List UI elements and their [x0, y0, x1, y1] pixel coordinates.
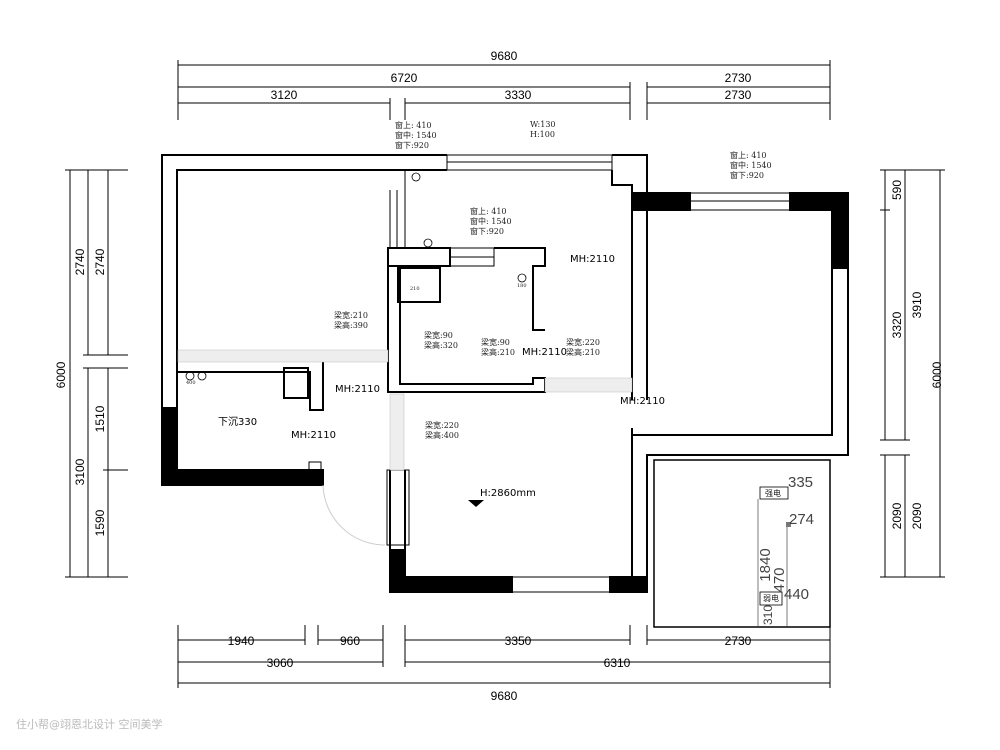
elec-dim: 440 [784, 586, 809, 603]
beams [177, 349, 633, 471]
note: W:130 [530, 120, 556, 129]
dim-top-b: 3330 [505, 88, 532, 102]
note: 梁高:320 [424, 340, 458, 350]
annotations: 窗上: 410 窗中: 1540 窗下:920 W:130 H:100 窗上: … [185, 120, 814, 627]
socket-height: 210 [410, 286, 420, 292]
note: 梁宽:90 [424, 330, 453, 340]
note: 窗上: 410 [470, 206, 507, 216]
note: 窗中: 1540 [730, 160, 772, 170]
note: 梁宽:220 [566, 337, 600, 347]
dim-bottom-a: 1940 [228, 634, 255, 648]
elec-dim: 1840 [757, 548, 774, 581]
outlet-icon [197, 371, 207, 381]
outlet-icon [411, 172, 421, 182]
dim-bottom-f: 6310 [604, 656, 631, 670]
note: 梁高:210 [566, 347, 600, 357]
dim-bottom-total: 9680 [491, 689, 518, 703]
socket-height: 400 [186, 380, 196, 386]
elec-dim: 335 [788, 474, 813, 491]
dimension-lines [65, 60, 945, 688]
dim-top-c: 2730 [725, 88, 752, 102]
outlet-icon [517, 273, 527, 283]
mh-label: MH:2110 [570, 254, 615, 265]
socket-height: 180 [517, 283, 527, 289]
dim-right-total: 6000 [930, 361, 944, 388]
note: 窗下:920 [395, 140, 429, 150]
mh-label: MH:2110 [620, 396, 665, 407]
dimension-labels: 9680 6720 2730 3120 3330 2730 1940 960 3… [54, 49, 944, 703]
dim-top-a: 3120 [271, 88, 298, 102]
note: 梁宽:210 [334, 310, 368, 320]
note: 窗上: 410 [730, 150, 767, 160]
elevation-marker-icon [468, 500, 484, 507]
dim-left-d: 1510 [93, 405, 107, 432]
dim-left-c: 2740 [93, 248, 107, 275]
dim-right-e: 2090 [910, 502, 924, 529]
dim-bottom-b: 960 [340, 634, 360, 648]
outlet-icon [185, 371, 195, 381]
mh-label: MH:2110 [335, 384, 380, 395]
walls [161, 154, 849, 628]
sunken-floor-label: 下沉330 [218, 415, 257, 428]
note: 窗下:920 [470, 226, 504, 236]
dim-left-total: 6000 [54, 361, 68, 388]
elec-dim: 274 [789, 511, 814, 528]
note: 梁宽:90 [481, 337, 510, 347]
dim-top-left: 6720 [391, 71, 418, 85]
dim-right-d: 3910 [910, 291, 924, 318]
mh-label: MH:2110 [291, 430, 336, 441]
note: H:100 [530, 130, 555, 139]
meter-icon [423, 238, 433, 248]
dim-right-b: 3320 [890, 311, 904, 338]
weak-power-label: 弱电 [763, 593, 779, 603]
dim-top-total: 9680 [491, 49, 518, 63]
ceiling-height-label: H:2860mm [480, 488, 536, 499]
note: 梁高:390 [334, 320, 368, 330]
strong-power-label: 强电 [765, 488, 781, 498]
mh-label: MH:2110 [522, 347, 567, 358]
note: 梁高:400 [425, 430, 459, 440]
watermark: 住小帮@翊恩北设计 空间美学 [16, 718, 163, 731]
dim-left-a: 2740 [73, 248, 87, 275]
dim-left-e: 1590 [93, 509, 107, 536]
note: 梁高:210 [481, 347, 515, 357]
note: 窗中: 1540 [470, 216, 512, 226]
elec-dim: 470 [771, 567, 788, 592]
dim-bottom-e: 3060 [267, 656, 294, 670]
elec-dim: 310 [761, 605, 775, 625]
dim-bottom-c: 3350 [505, 634, 532, 648]
door-swing [322, 484, 386, 546]
note: 窗下:920 [730, 170, 764, 180]
note: 窗中: 1540 [395, 130, 437, 140]
socket-icon [786, 522, 791, 527]
dim-right-a: 590 [890, 180, 904, 200]
dim-top-right: 2730 [725, 71, 752, 85]
note: 窗上: 410 [395, 120, 432, 130]
dim-left-b: 3100 [73, 458, 87, 485]
dim-right-c: 2090 [890, 502, 904, 529]
note: 梁宽:220 [425, 420, 459, 430]
dim-bottom-d: 2730 [725, 634, 752, 648]
